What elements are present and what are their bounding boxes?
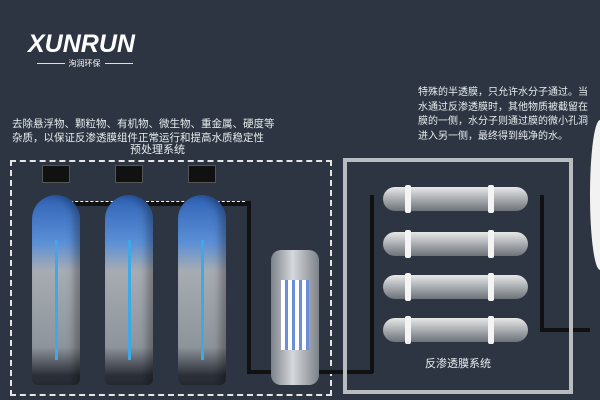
logo: XUNRUN (28, 30, 135, 58)
pretreatment-label: 预处理系统 (130, 143, 185, 156)
product-tank (590, 120, 600, 270)
ro-membrane (383, 316, 528, 344)
ro-description: 特殊的半透膜，只允许水分子通过。当 水通过反渗透膜时，其他物质被截留在 膜的一侧… (418, 86, 598, 144)
valve-head (42, 165, 70, 183)
ro-membrane (383, 185, 528, 213)
logo-subtitle: 洵润环保 (32, 58, 137, 69)
filter-tank (178, 195, 226, 385)
pipe (370, 195, 374, 373)
pretreatment-description: 去除悬浮物、颗粒物、有机物、微生物、重金属、硬度等 杂质，以保证反渗透膜组件正常… (12, 117, 275, 145)
pretreatment-box (10, 160, 332, 396)
filter-tank (32, 195, 80, 385)
desc-line: 去除悬浮物、颗粒物、有机物、微生物、重金属、硬度等 (12, 118, 275, 130)
pipe (50, 201, 250, 206)
pipe (247, 370, 272, 374)
ro-membrane (383, 230, 528, 258)
desc-line: 杂质，以保证反渗透膜组件正常运行和提高水质稳定性 (12, 132, 264, 144)
ro-label: 反渗透膜系统 (425, 357, 491, 370)
ro-box (343, 158, 573, 394)
valve-head (115, 165, 143, 183)
valve-head (188, 165, 216, 183)
cartridge-filter (271, 250, 319, 385)
desc-line: 进入另一侧，最终得到纯净的水。 (418, 130, 568, 142)
desc-line: 膜的一侧，水分子则通过膜的微小孔洞 (418, 116, 588, 127)
pipe (247, 201, 251, 373)
pipe (540, 195, 544, 330)
pipe (540, 328, 590, 332)
filter-tank (105, 195, 153, 385)
desc-line: 水通过反渗透膜时，其他物质被截留在 (418, 101, 588, 113)
desc-line: 特殊的半透膜，只允许水分子通过。当 (418, 87, 588, 98)
ro-membrane (383, 273, 528, 301)
